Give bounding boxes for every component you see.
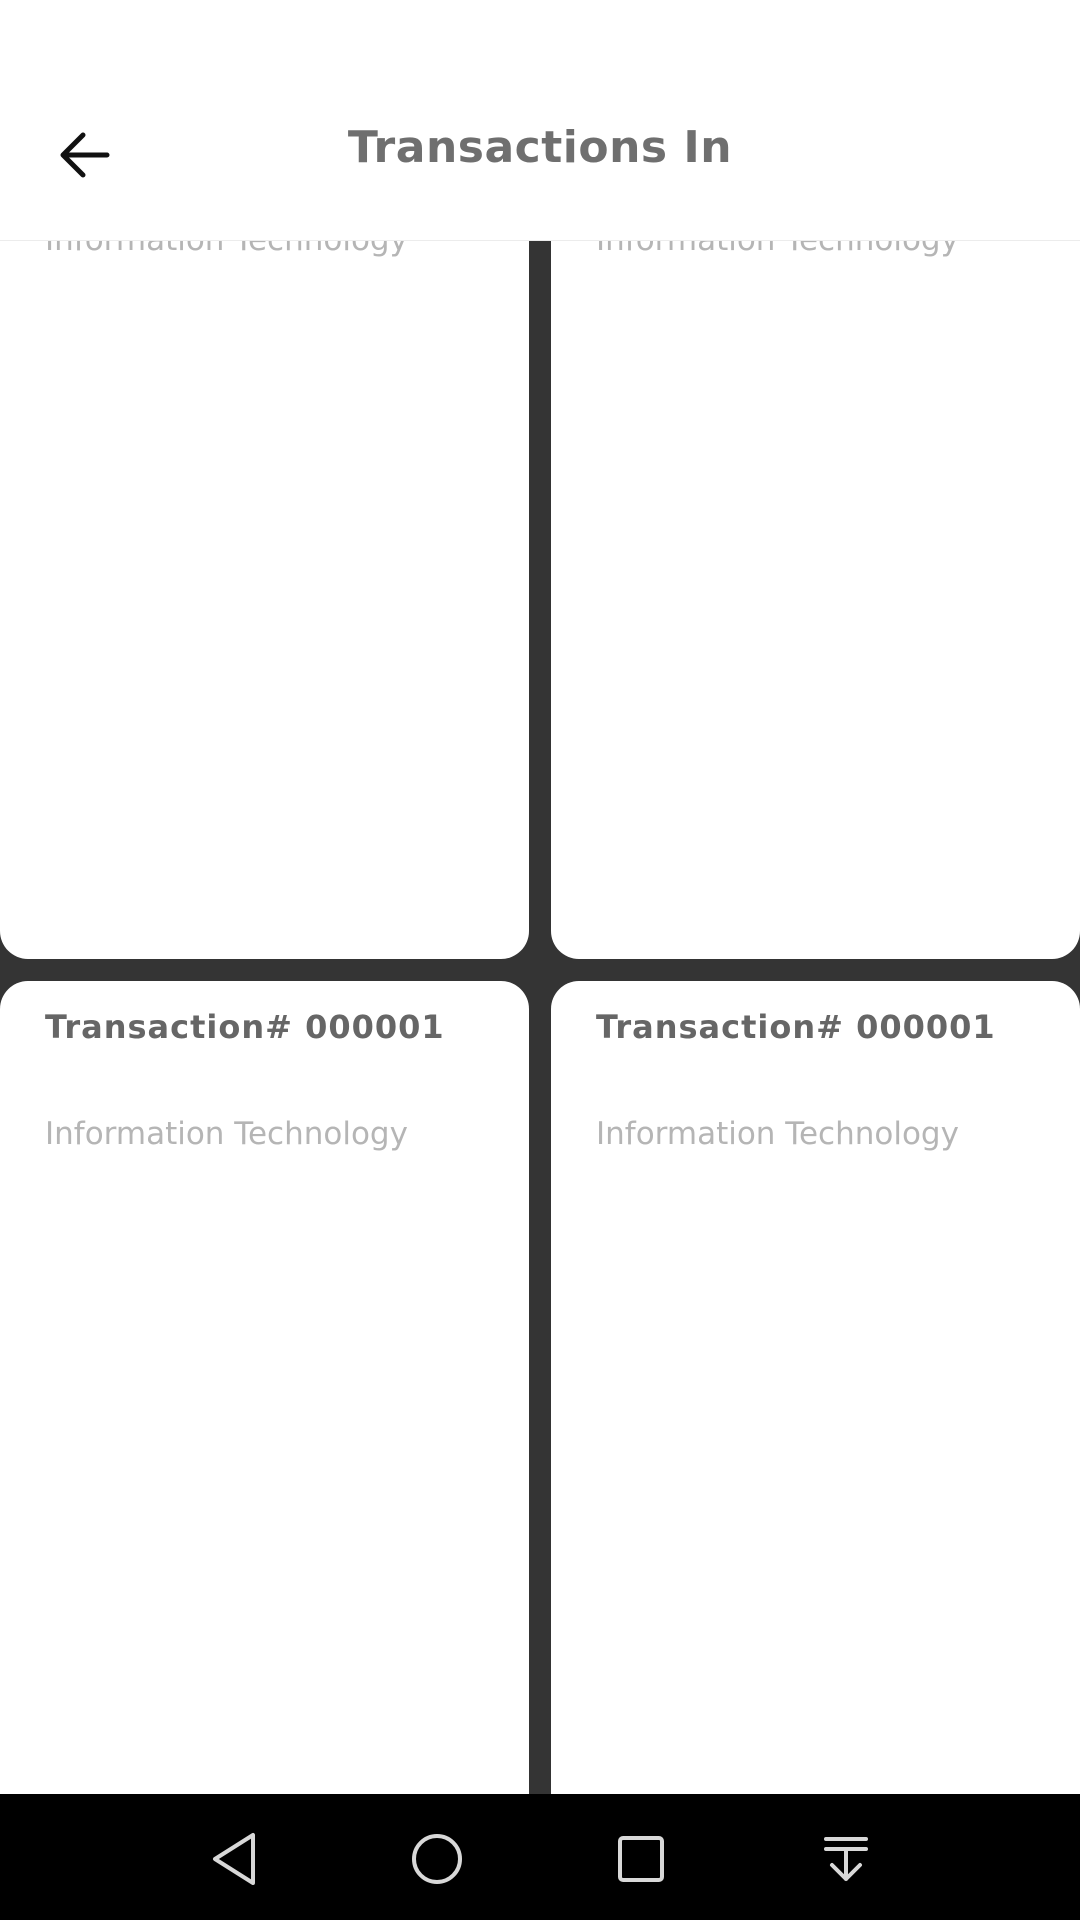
recents-square-icon [618, 1836, 664, 1882]
notifications-pull-down-icon [824, 1837, 868, 1881]
card-subtitle: Information Technology [596, 1116, 959, 1152]
back-triangle-icon [213, 1833, 255, 1885]
card-title: Transaction# 000001 [45, 1008, 445, 1046]
nav-notifications-button[interactable] [806, 1819, 886, 1899]
arrow-left-icon [60, 132, 110, 178]
page-title: Transactions In [347, 122, 733, 173]
card-title: Transaction# 000001 [596, 1008, 996, 1046]
home-circle-icon [412, 1834, 462, 1884]
nav-back-button[interactable] [195, 1819, 275, 1899]
transactions-grid: Information Technology Information Techn… [0, 0, 1080, 1794]
nav-home-button[interactable] [397, 1819, 477, 1899]
nav-recents-button[interactable] [601, 1819, 681, 1899]
app-header: Transactions In [0, 0, 1080, 241]
back-button[interactable] [50, 120, 120, 190]
system-nav-bar [0, 1794, 1080, 1920]
transaction-card[interactable]: Transaction# 000001 Information Technolo… [551, 981, 1080, 1794]
transaction-card[interactable]: Transaction# 000001 Information Technolo… [0, 981, 529, 1794]
card-subtitle: Information Technology [45, 1116, 408, 1152]
